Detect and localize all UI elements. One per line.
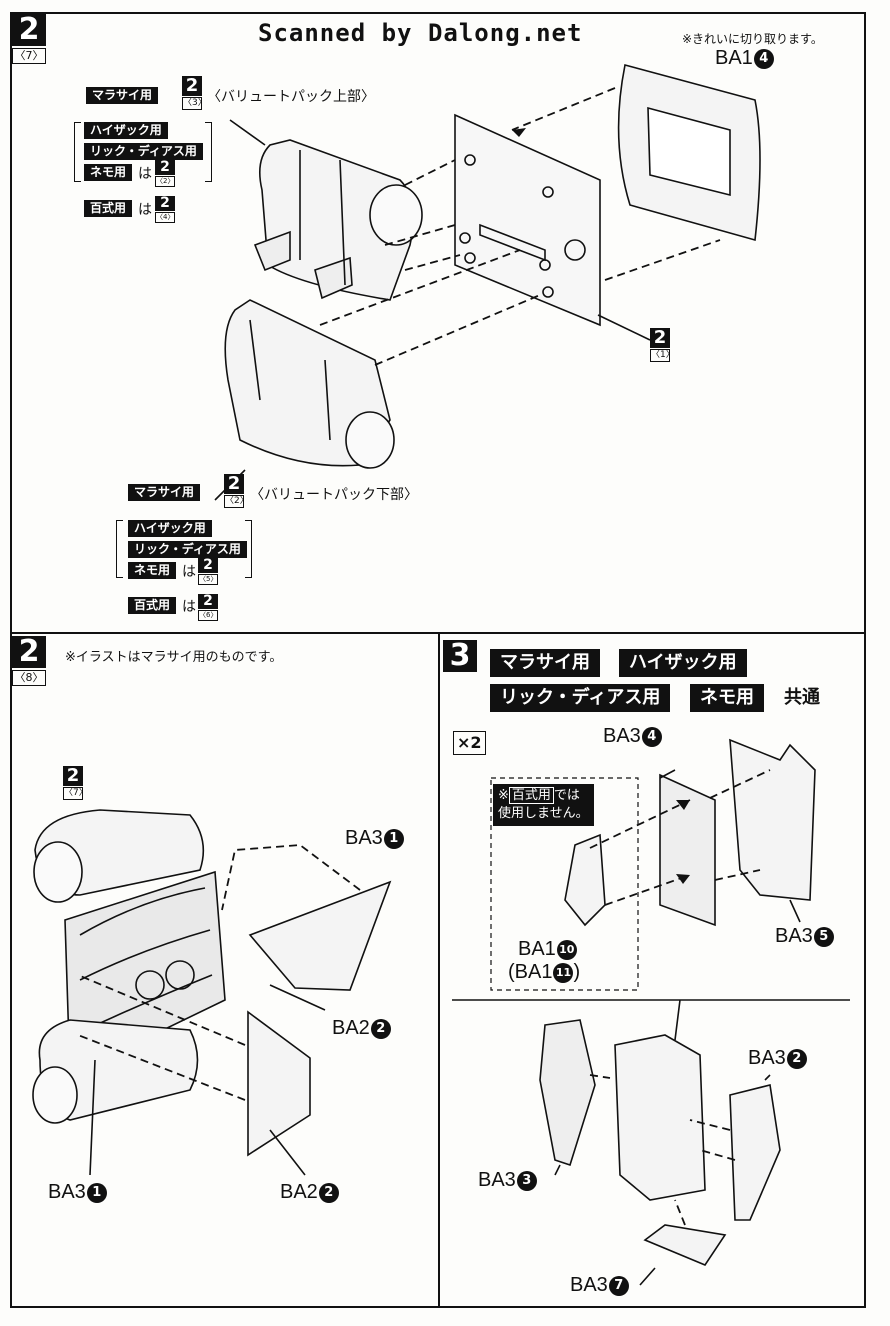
panel-step-3: [438, 632, 866, 1308]
lower-alt-hizack: ハイザック用: [128, 520, 212, 537]
step3-tag-rickdias: リック・ディアス用: [490, 684, 671, 712]
step3-multiplier: ×2: [453, 731, 486, 755]
lower-alt-hyakushiki-ha: は: [182, 599, 196, 615]
scan-credit: Scanned by Dalong.net: [258, 19, 583, 47]
upper-alt-hyakushiki-ref: 2 〈4〉: [155, 195, 175, 223]
step3-tag-hizack: ハイザック用: [619, 649, 747, 677]
upper-alt-nemo: ネモ用: [84, 164, 133, 181]
upper-tag-marasai: マラサイ用: [86, 87, 159, 104]
upper-title: 〈バリュートパック上部〉: [207, 89, 375, 105]
not-used-tag: 百式用: [508, 787, 554, 804]
upper-ref: 2 〈3〉: [182, 75, 207, 110]
upper-alt-hyakushiki: 百式用: [84, 200, 133, 217]
ba1-frame-illustration: [617, 64, 761, 242]
note-cut-cleanly: ※きれいに切り取ります。: [682, 32, 823, 46]
lower-alt-nemo-ha: は: [182, 564, 196, 580]
step-3-number: 3: [443, 640, 477, 672]
step3-common: 共通: [784, 687, 820, 708]
step-2-7-number: 2 〈7〉: [12, 14, 46, 64]
step-2-8-number: 2 〈8〉: [12, 636, 46, 686]
upper-alts-bracket-left: [74, 122, 81, 182]
lower-title: 〈バリュートパック下部〉: [250, 487, 418, 503]
lower-pack-illustration: [224, 299, 395, 469]
lower-alt-hyakushiki: 百式用: [128, 597, 177, 614]
upper-alt-nemo-ha: は: [138, 166, 152, 182]
upper-alt-rickdias: リック・ディアス用: [84, 143, 203, 160]
back-plate-illustration: [454, 113, 601, 327]
step-2-8-note: ※イラストはマラサイ用のものです。: [65, 650, 283, 665]
upper-pack-illustration: [253, 139, 423, 301]
upper-alts-bracket-right: [205, 122, 212, 182]
lower-alt-nemo: ネモ用: [128, 562, 177, 579]
upper-alt-hizack: ハイザック用: [84, 122, 168, 139]
lower-ref: 2 〈2〉: [224, 473, 249, 508]
lower-tag-marasai: マラサイ用: [128, 484, 201, 501]
upper-alt-hyakushiki-ha: は: [138, 202, 152, 218]
step3-upper-illustration: [564, 738, 816, 927]
lower-alts-bracket-left: [116, 520, 123, 578]
step-2-8-ref: 2 〈7〉: [63, 765, 88, 800]
pack-assembly-illustration: [32, 809, 392, 1157]
upper-alt-nemo-ref: 2 〈2〉: [155, 159, 175, 187]
lower-alt-hyakushiki-ref: 2 〈6〉: [198, 593, 218, 621]
step3-lower-illustration: [539, 1019, 781, 1266]
not-used-note: ※百式用では 使用しません。: [493, 784, 594, 826]
lower-alt-nemo-ref: 2 〈5〉: [198, 557, 218, 585]
ref-2-1: 2 〈1〉: [650, 327, 675, 362]
lower-alts-bracket-right: [245, 520, 252, 578]
step3-tag-marasai: マラサイ用: [490, 649, 600, 677]
lower-alt-rickdias: リック・ディアス用: [128, 541, 247, 558]
step3-tag-nemo: ネモ用: [690, 684, 764, 712]
